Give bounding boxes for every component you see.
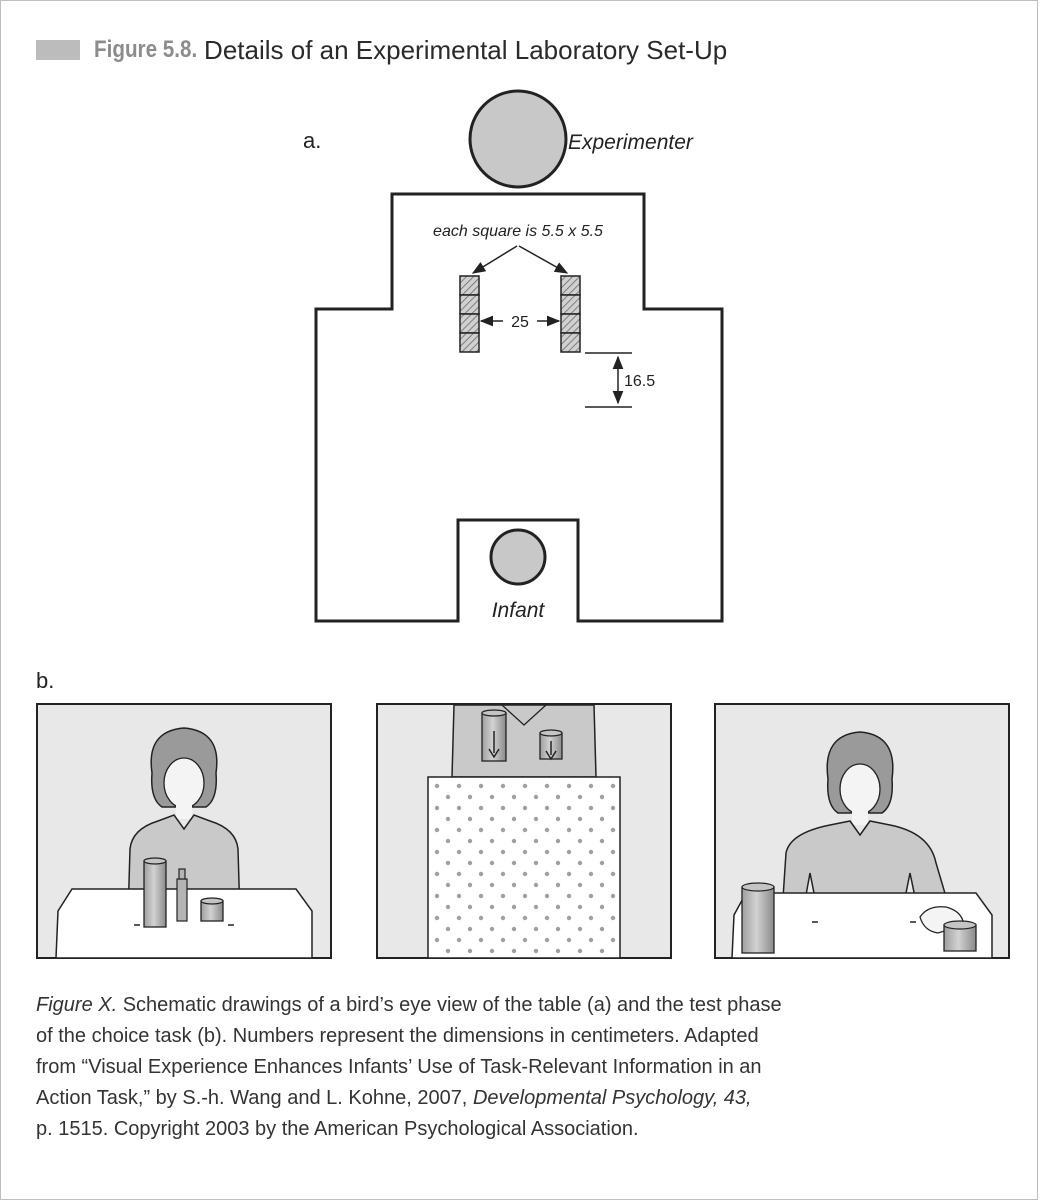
table-top	[55, 888, 313, 959]
caption-line-4: Action Task,” by S.-h. Wang and L. Kohne…	[36, 1087, 752, 1109]
table-schematic: Experimenter each square is 5.5 x 5.5 25…	[314, 89, 724, 623]
caption-line-2: of the choice task (b). Numbers represen…	[36, 1025, 759, 1047]
panel-a-tag: a.	[303, 128, 322, 153]
held-short-cylinder	[539, 729, 563, 761]
grid-square	[560, 294, 581, 315]
pointer-left	[471, 245, 518, 274]
infant-label: Infant	[492, 599, 546, 622]
caption-journal: Developmental Psychology, 43,	[472, 1087, 752, 1109]
figure-heading: Figure 5.8. Details of an Experimental L…	[36, 30, 727, 70]
tall-cylinder	[143, 857, 167, 928]
table-outline	[314, 192, 724, 623]
spacing-label: 25	[511, 314, 529, 331]
short-cylinder	[943, 920, 977, 952]
infant-circle	[489, 528, 547, 586]
caption-figure-ref: Figure X.	[36, 994, 118, 1016]
reaching-child-figure	[781, 731, 953, 922]
dotted-screen	[427, 776, 621, 959]
scene-panel-2	[376, 703, 672, 959]
heading-marker	[36, 40, 80, 60]
short-cylinder	[200, 897, 224, 922]
caption-line-3: from “Visual Experience Enhances Infants…	[36, 1056, 762, 1078]
grid-square	[459, 294, 480, 315]
grid-square	[560, 313, 581, 334]
experimenter-label: Experimenter	[568, 131, 694, 154]
grid-square	[560, 332, 581, 353]
right-square-column	[560, 275, 581, 353]
scene-panel-3	[714, 703, 1010, 959]
distance-label: 16.5	[624, 373, 655, 390]
bottle-object	[176, 868, 188, 922]
grid-square	[459, 275, 480, 296]
experimenter-circle	[468, 89, 568, 189]
caption-line-5: p. 1515. Copyright 2003 by the American …	[36, 1118, 639, 1140]
grid-square	[560, 275, 581, 296]
panel-b-tag: b.	[36, 668, 55, 693]
grid-square	[459, 332, 480, 353]
caption-line-1: Figure X. Schematic drawings of a bird’s…	[36, 994, 782, 1016]
grid-square	[459, 313, 480, 334]
square-size-note: each square is 5.5 x 5.5	[433, 223, 603, 240]
figure-label: Figure 5.8.	[94, 36, 198, 63]
tall-cylinder	[741, 882, 775, 954]
figure-title: Details of an Experimental Laboratory Se…	[204, 34, 728, 65]
left-square-column	[459, 275, 480, 353]
experimenter-figure	[451, 704, 597, 778]
held-tall-cylinder	[481, 709, 507, 762]
pointer-right	[518, 245, 569, 274]
scene-panel-1	[36, 703, 332, 959]
figure-caption: Figure X. Schematic drawings of a bird’s…	[36, 990, 1026, 1145]
